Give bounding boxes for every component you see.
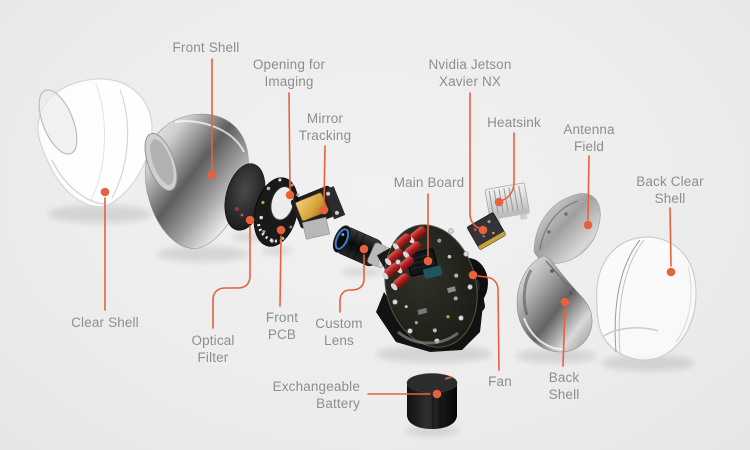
part-main-board xyxy=(376,224,484,352)
part-battery xyxy=(406,373,458,429)
dot-front-pcb xyxy=(276,225,286,235)
label-front-pcb: Front PCB xyxy=(265,310,299,342)
label-heatsink: Heatsink xyxy=(487,115,541,130)
label-clear-shell: Clear Shell xyxy=(71,315,139,330)
dot-nvidia-jetson xyxy=(478,225,488,235)
label-mirror-tracking: Mirror Tracking xyxy=(298,111,352,143)
leader-optical-filter xyxy=(212,225,251,329)
dot-heatsink xyxy=(494,197,504,207)
leader-front-pcb xyxy=(279,235,282,307)
leader-opening-for-imaging xyxy=(288,92,291,191)
label-fan: Fan xyxy=(488,374,512,389)
label-exchangeable-battery: Exchangeable Battery xyxy=(272,379,360,411)
leader-lines xyxy=(104,58,672,395)
dot-exchangeable-battery xyxy=(432,389,442,399)
dot-fan xyxy=(468,270,478,280)
part-custom-lens xyxy=(332,225,391,269)
part-mirror-tracking xyxy=(290,185,346,240)
label-antenna-field: Antenna Field xyxy=(563,122,615,154)
leader-mirror-tracking xyxy=(323,145,326,206)
dot-mirror-tracking xyxy=(319,205,329,215)
board-screws xyxy=(392,228,473,344)
label-optical-filter: Optical Filter xyxy=(191,333,235,365)
dot-back-clear-shell xyxy=(666,267,676,277)
capacitors xyxy=(381,226,427,291)
dot-clear-shell xyxy=(100,187,110,197)
leader-back-clear-shell xyxy=(669,207,672,267)
part-back-clear-shell xyxy=(595,236,697,361)
dot-back-shell xyxy=(560,297,570,307)
label-back-clear-shell: Back Clear Shell xyxy=(636,174,704,206)
label-back-shell: Back Shell xyxy=(548,370,580,402)
leader-heatsink xyxy=(502,132,515,201)
label-main-board: Main Board xyxy=(393,175,465,190)
part-front-shell xyxy=(144,113,249,249)
dot-antenna-field xyxy=(583,220,593,230)
dot-front-shell xyxy=(207,170,217,180)
label-front-shell: Front Shell xyxy=(172,40,240,55)
label-nvidia-jetson: Nvidia Jetson Xavier NX xyxy=(428,57,512,89)
part-heatsink xyxy=(484,182,530,225)
dot-opening-for-imaging xyxy=(285,190,295,200)
leader-custom-lens xyxy=(339,254,365,313)
part-back-shell xyxy=(516,255,593,353)
leader-antenna-field xyxy=(587,155,590,221)
label-custom-lens: Custom Lens xyxy=(315,316,363,348)
part-clear-shell xyxy=(37,78,153,208)
leader-nvidia-jetson xyxy=(469,92,480,229)
dot-optical-filter xyxy=(245,215,255,225)
leader-fan xyxy=(477,275,500,371)
dot-main-board xyxy=(423,256,433,266)
label-opening-for-imaging: Opening for Imaging xyxy=(252,57,326,89)
leader-dots xyxy=(100,170,676,399)
dot-custom-lens xyxy=(359,244,369,254)
ground-shadows xyxy=(48,205,694,436)
leader-back-shell xyxy=(562,307,566,367)
